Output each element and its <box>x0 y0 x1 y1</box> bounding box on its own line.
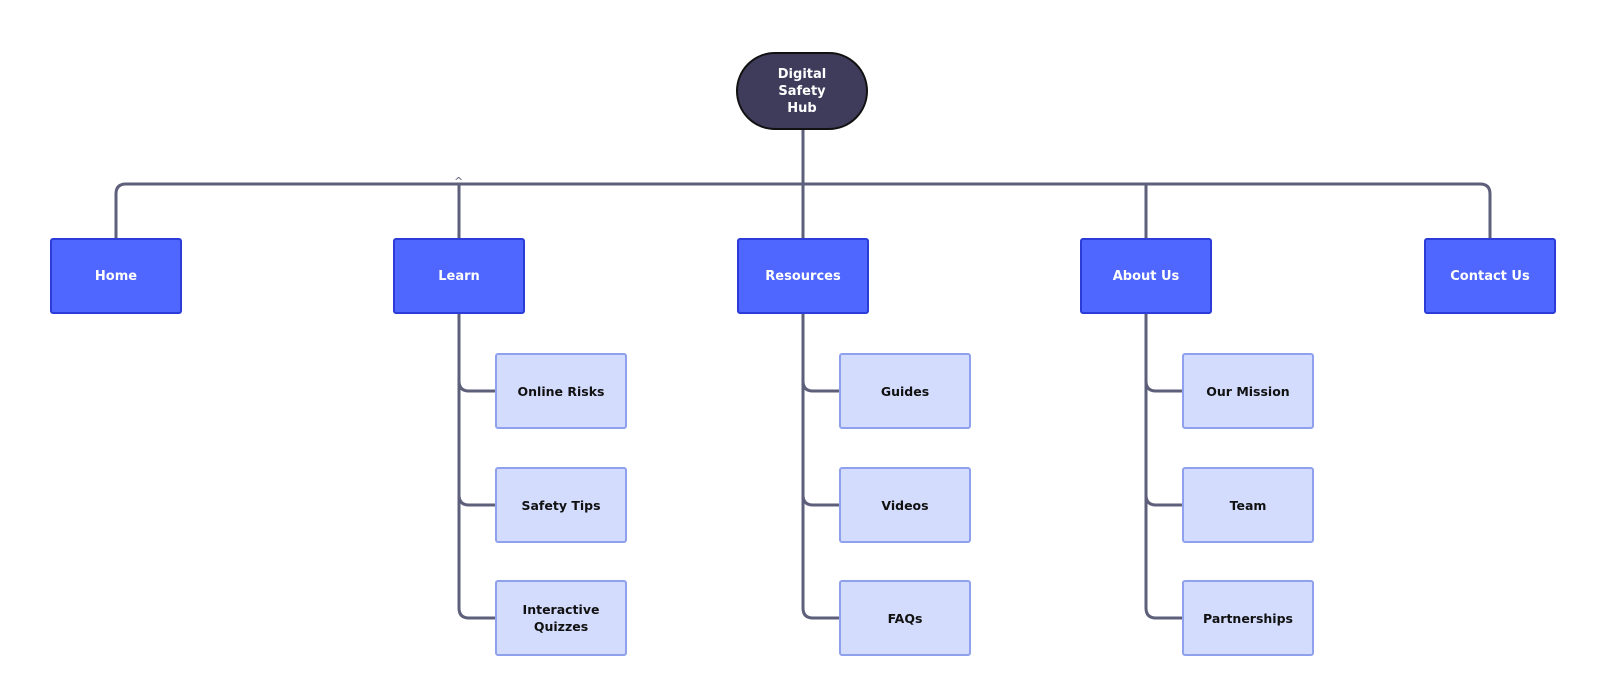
caret-icon: ^ <box>454 175 464 188</box>
section-node-learn[interactable]: Learn <box>393 238 525 314</box>
connector-resources-child-2 <box>801 493 841 507</box>
page-node-team[interactable]: Team <box>1182 467 1314 543</box>
connector-aboutus-child-1 <box>1144 379 1184 393</box>
page-node-safety-tips[interactable]: Safety Tips <box>495 467 627 543</box>
page-node-interactive-quizzes[interactable]: Interactive Quizzes <box>495 580 627 656</box>
connector-aboutus-children <box>1144 312 1184 620</box>
connector-resources-child-1 <box>801 379 841 393</box>
connector-resources-children <box>801 312 841 620</box>
page-node-online-risks[interactable]: Online Risks <box>495 353 627 429</box>
connector-learn-children <box>457 312 497 620</box>
page-node-our-mission[interactable]: Our Mission <box>1182 353 1314 429</box>
section-node-resources[interactable]: Resources <box>737 238 869 314</box>
connector-aboutus-child-2 <box>1144 493 1184 507</box>
section-node-home[interactable]: Home <box>50 238 182 314</box>
page-node-faqs[interactable]: FAQs <box>839 580 971 656</box>
connector-learn-child-2 <box>457 493 497 507</box>
page-node-videos[interactable]: Videos <box>839 467 971 543</box>
page-node-partnerships[interactable]: Partnerships <box>1182 580 1314 656</box>
section-node-about-us[interactable]: About Us <box>1080 238 1212 314</box>
root-node[interactable]: Digital Safety Hub <box>736 52 868 130</box>
connector-learn-child-1 <box>457 379 497 393</box>
section-node-contact-us[interactable]: Contact Us <box>1424 238 1556 314</box>
page-node-guides[interactable]: Guides <box>839 353 971 429</box>
